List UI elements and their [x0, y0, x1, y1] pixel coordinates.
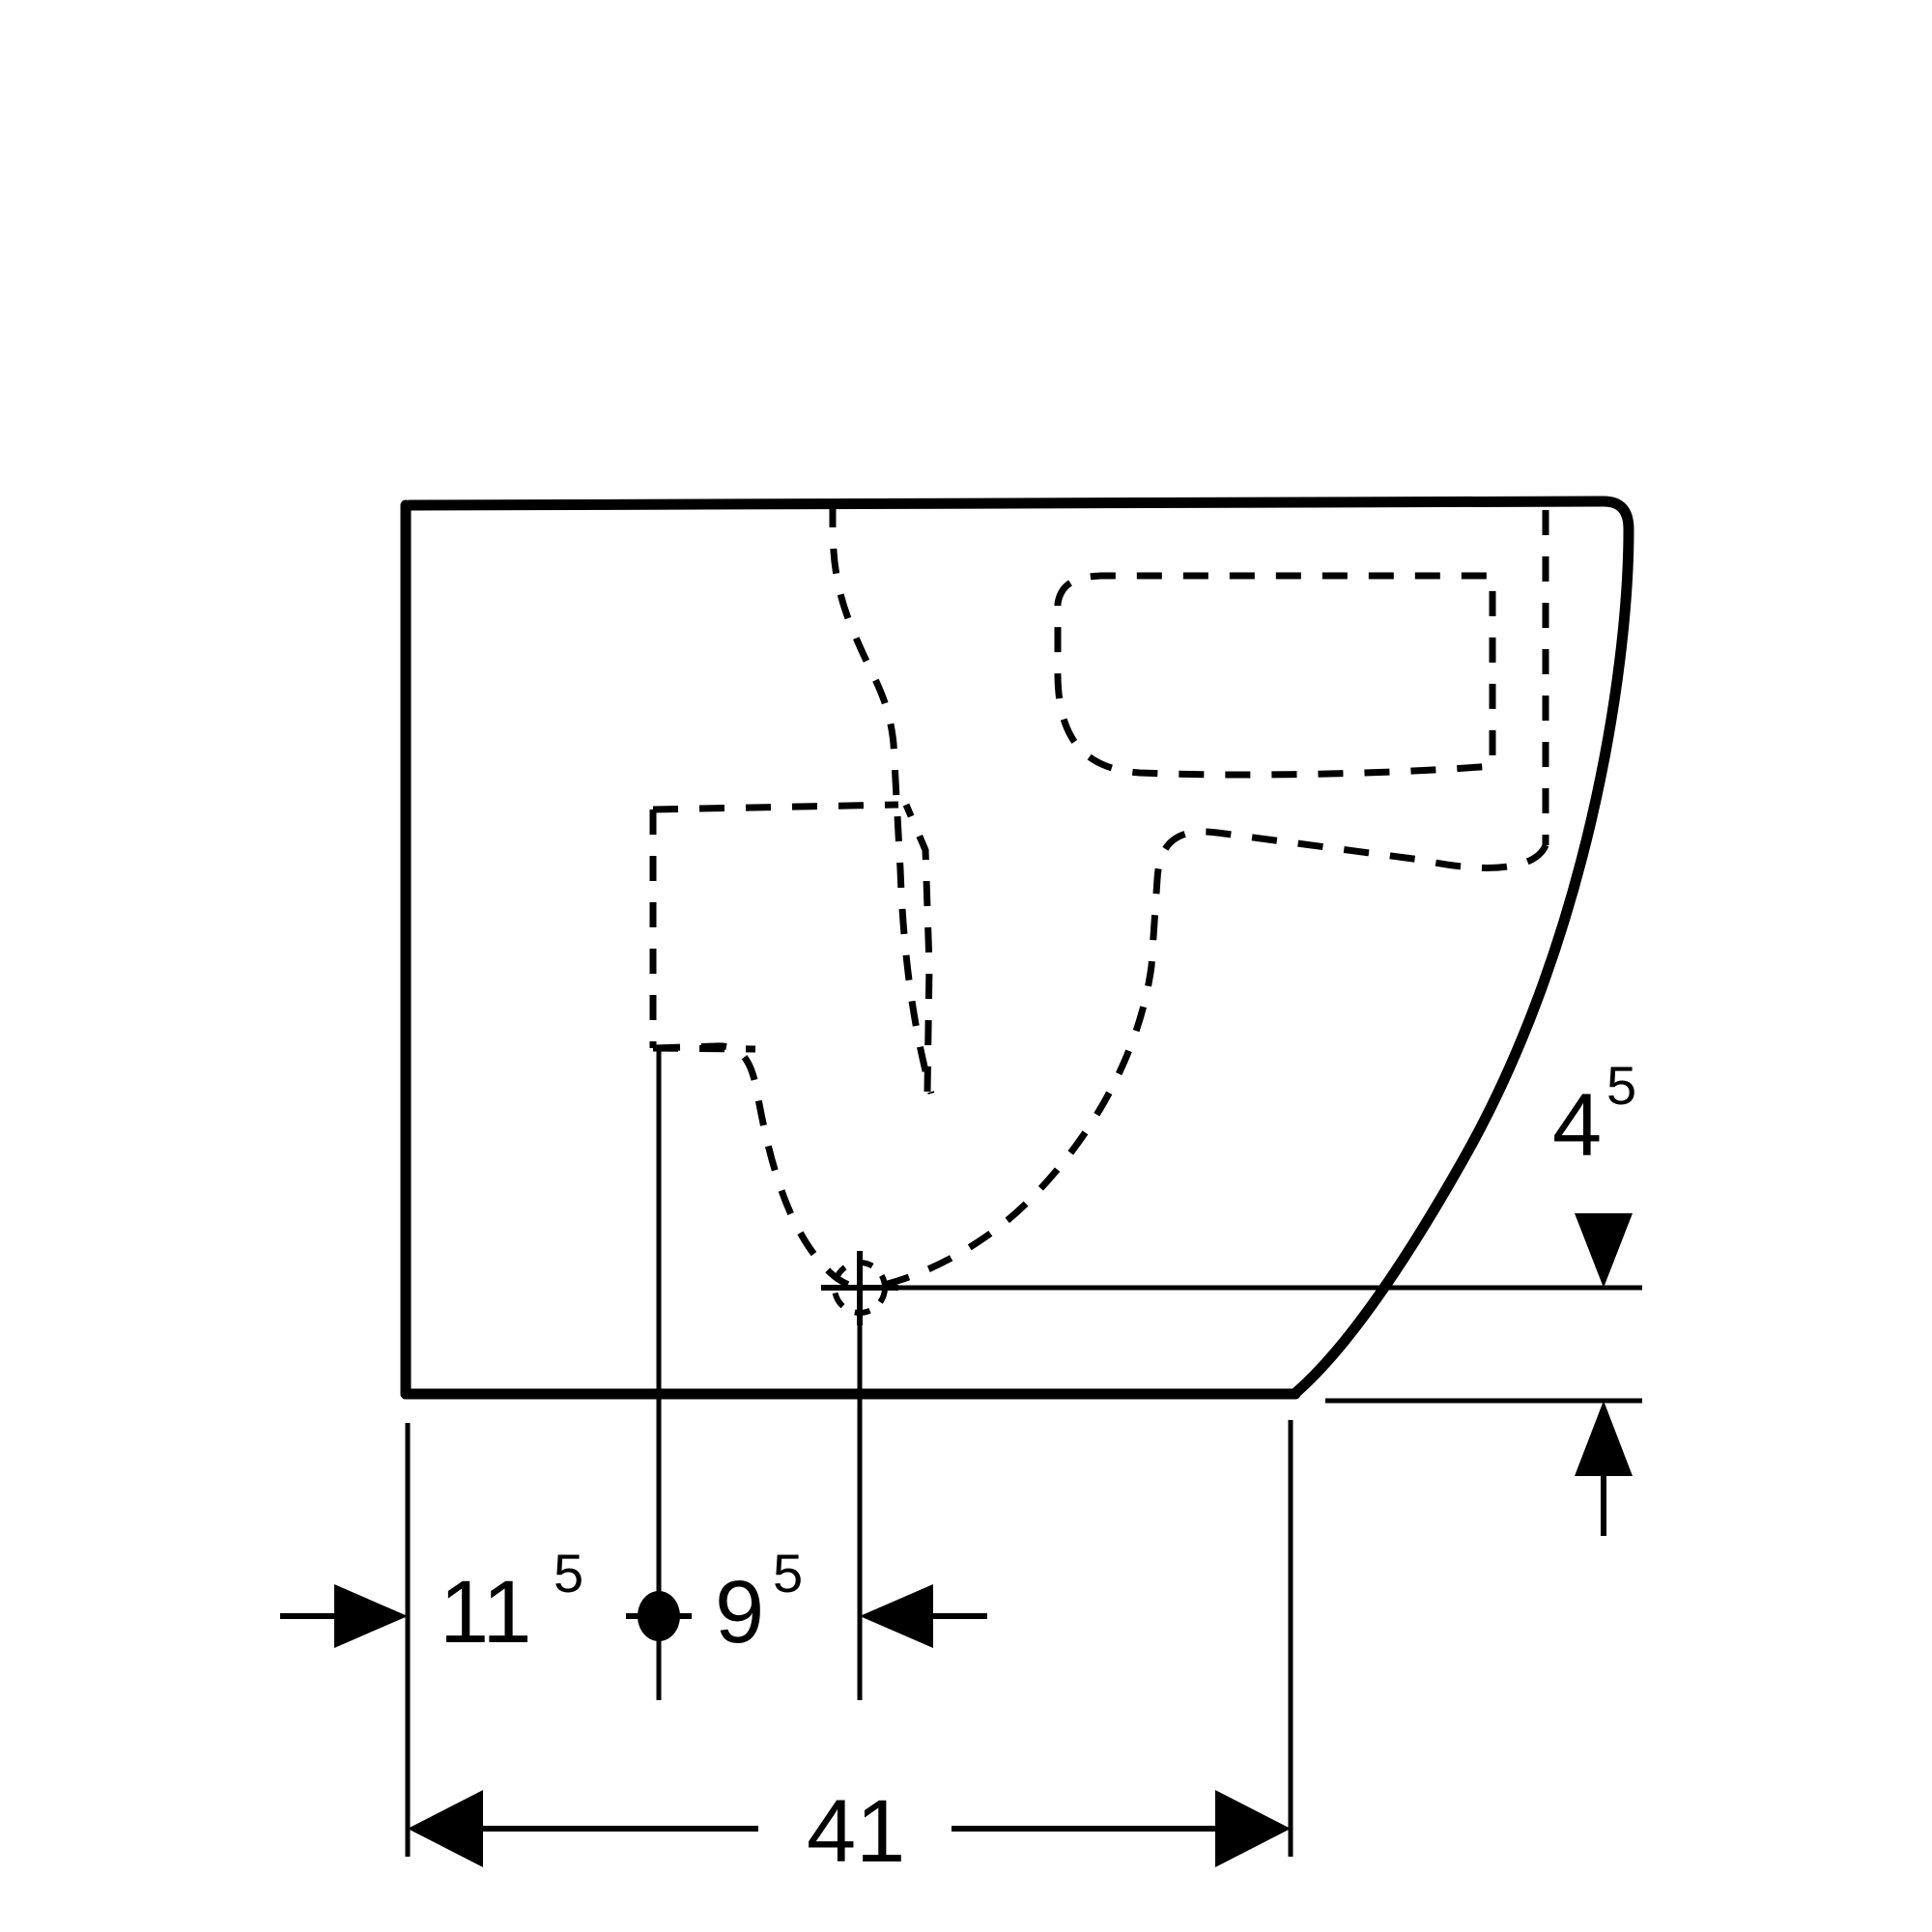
dim-41-left-arrowhead [408, 1790, 483, 1867]
dimension-overall-depth: 41 [408, 1782, 1291, 1881]
dim-11-arrowhead [334, 1584, 408, 1648]
dim-41-right-arrowhead [1215, 1790, 1291, 1867]
dim-label-offset-right-superscript: 5 [773, 1543, 803, 1604]
siphon-left-branch-dashed [654, 1042, 867, 1293]
dim-label-offset-left-superscript: 5 [554, 1543, 583, 1604]
fixing-point-dot [638, 1591, 680, 1641]
dimension-offset-left: 11 5 [280, 1543, 583, 1662]
outline-right-flank [1289, 496, 1634, 1400]
fixing-point-marker [626, 1591, 692, 1641]
hidden-internal-geometry [649, 501, 1549, 1293]
internal-cavity-top-dashed [652, 801, 899, 813]
internal-cavity-bottom-dashed [652, 1044, 756, 1053]
dim-label-height-drop-superscript: 5 [1606, 1055, 1636, 1116]
cavity-right-wall-dashed [902, 803, 933, 1093]
dim-label-height-drop: 4 [1552, 1076, 1602, 1175]
bowl-inner-wall-dashed [829, 501, 935, 1094]
dim-4-lower-arrowhead [1575, 1401, 1633, 1476]
dim-label-offset-left: 11 [440, 1563, 532, 1662]
siphon-right-branch-dashed [873, 828, 1549, 1291]
dimension-height-drop: 4 5 [1552, 1055, 1636, 1536]
outlet-center-mark [821, 1251, 898, 1325]
outline-top-edge [404, 496, 1609, 511]
pan-outline [400, 496, 1634, 1400]
dim-9-arrowhead [860, 1584, 933, 1648]
dim-label-overall-depth: 41 [807, 1782, 905, 1881]
dim-4-upper-arrowhead [1575, 1213, 1633, 1288]
dim-label-offset-right: 9 [715, 1563, 764, 1662]
dimension-offset-right: 9 5 [715, 1543, 987, 1662]
outlet-center-cross-icon [821, 1251, 898, 1325]
